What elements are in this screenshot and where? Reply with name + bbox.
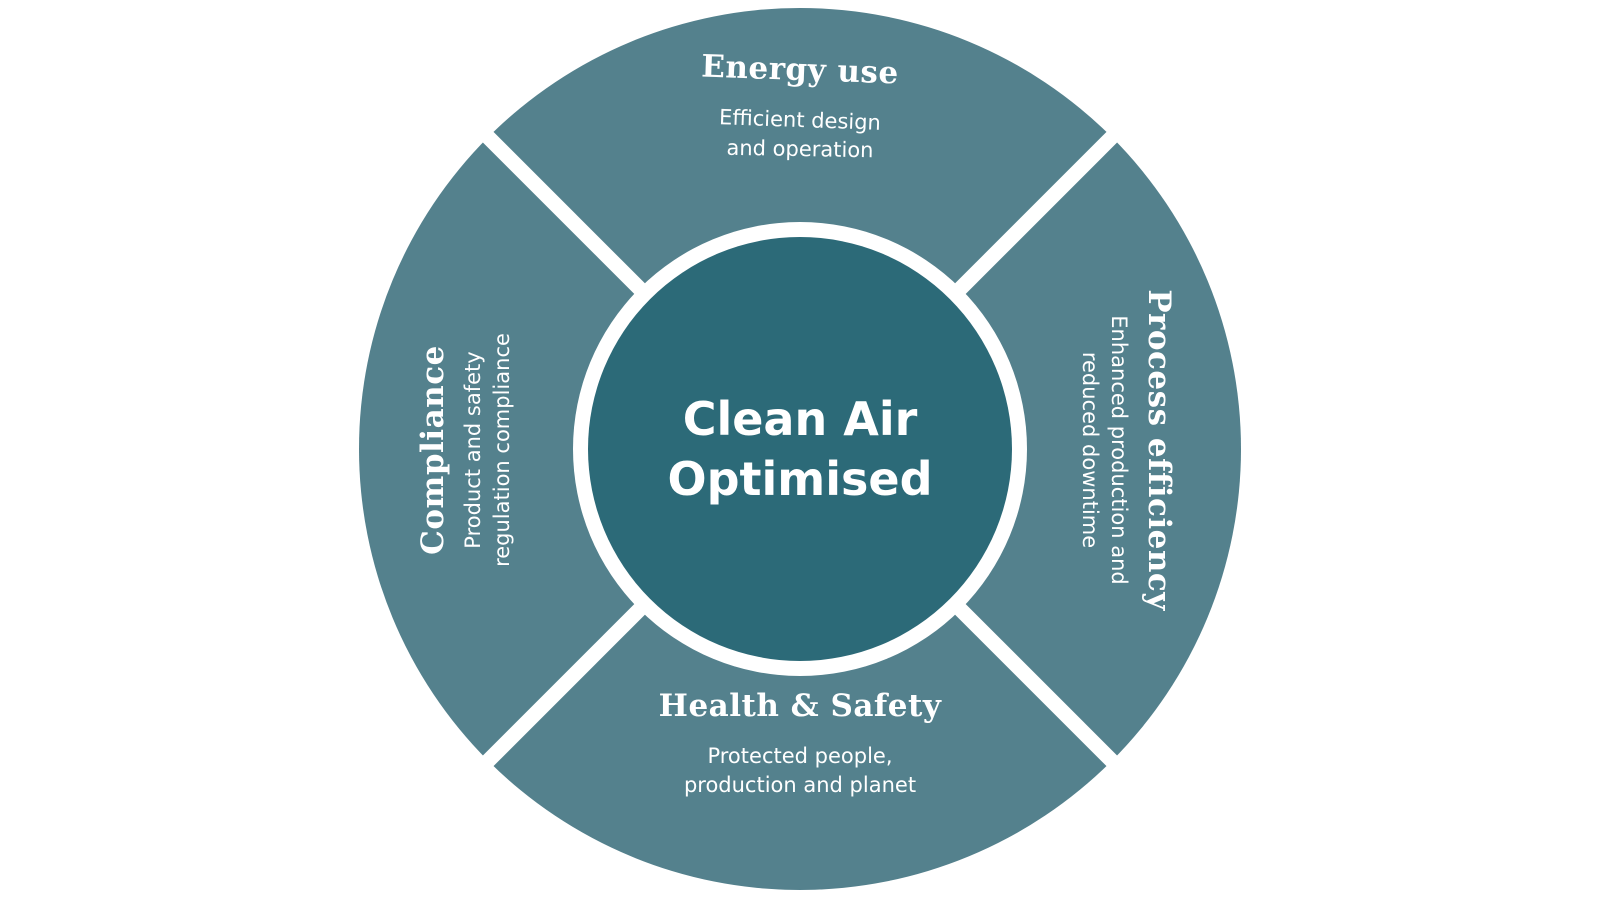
center-circle (588, 237, 1012, 661)
segment-subtitle-line1: Enhanced production and (1107, 315, 1131, 585)
center-title-line2: Optimised (667, 452, 933, 506)
center-label: Clean Air Optimised (588, 237, 1012, 661)
segment-subtitle-line2: regulation compliance (490, 333, 514, 567)
segment-process-efficiency: Process efficiency Enhanced production a… (1067, 240, 1177, 660)
segment-subtitle-line2: and operation (726, 135, 874, 163)
segment-compliance: Compliance Product and safety regulation… (415, 250, 525, 650)
segment-subtitle-line1: Product and safety (461, 351, 485, 549)
segment-title: Compliance (415, 345, 451, 555)
segment-subtitle-line2: production and planet (683, 773, 917, 797)
segment-energy-use: Energy use Efficient design and operatio… (600, 49, 1000, 164)
segment-health-safety: Health & Safety Protected people, produc… (600, 688, 1000, 800)
segment-subtitle-line1: Protected people, (707, 744, 893, 768)
segment-subtitle: Product and safety regulation compliance (459, 250, 517, 650)
segment-title: Health & Safety (658, 688, 942, 724)
segment-subtitle: Efficient design and operation (600, 105, 1000, 164)
segment-subtitle-line2: reduced downtime (1078, 351, 1102, 549)
segment-title: Process efficiency (1141, 289, 1177, 611)
center-title-line1: Clean Air (682, 392, 918, 446)
segment-title: Energy use (700, 48, 900, 92)
segment-subtitle: Protected people, production and planet (600, 742, 1000, 800)
segment-subtitle: Enhanced production and reduced downtime (1075, 240, 1133, 660)
